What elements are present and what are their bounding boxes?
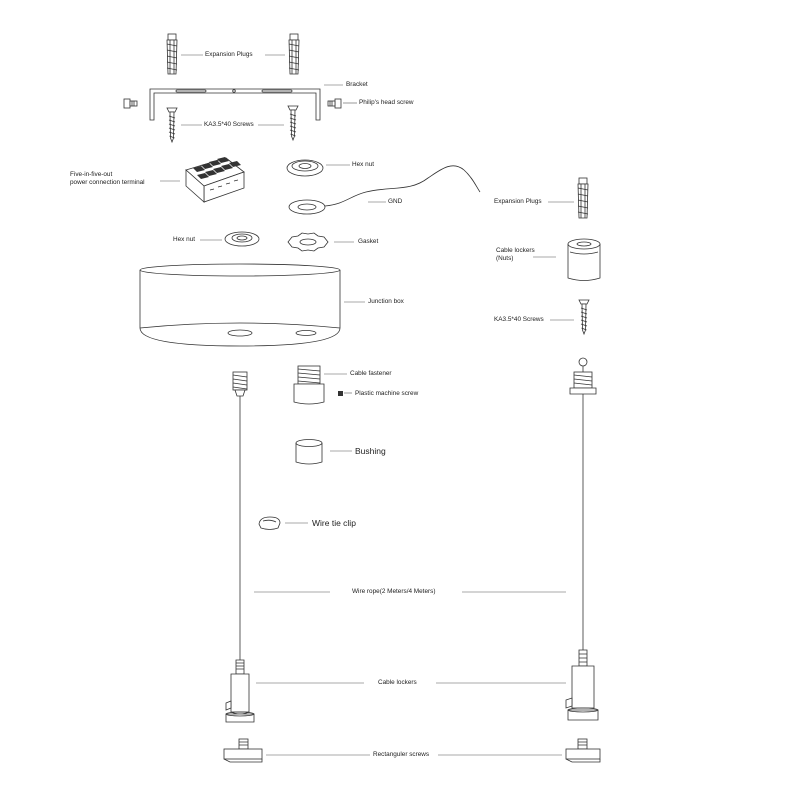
plastic-machine-screw [338, 391, 343, 396]
bracket [149, 88, 321, 121]
label-gasket: Gasket [358, 238, 379, 245]
label-plastic-machine-screw: Plastic machine screw [355, 390, 419, 397]
hanging-wire-right [565, 357, 599, 721]
hex-nut-left [224, 231, 260, 247]
label-hex-nut-left: Hex nut [173, 236, 196, 243]
label-cable-fastener: Cable fastener [350, 370, 392, 377]
terminal-block [185, 157, 245, 203]
label-bracket: Bracket [346, 81, 368, 88]
label-wire-rope: Wire rope(2 Meters/4 Meters) [352, 588, 436, 595]
wire-tie-clip [258, 516, 281, 530]
rectangular-screw-left [223, 738, 263, 763]
label-wire-tie-clip: Wire tie clip [312, 518, 356, 528]
label-cable-lockers-nuts: Cable lockers (Nuts) [496, 247, 535, 262]
label-cable-lockers: Cable lockers [378, 679, 417, 686]
label-junction-box: Junction box [368, 298, 404, 305]
junction-box [139, 263, 341, 347]
expansion-plug-side [577, 177, 589, 219]
hanging-wire-left [225, 371, 255, 723]
hex-nut-top [286, 159, 324, 177]
label-rectangular-screws: Rectanguler screws [373, 751, 430, 758]
label-ka-screws-top: KA3.5*40 Screws [204, 121, 254, 128]
label-expansion-plugs-side: Expansion Plugs [494, 198, 542, 205]
label-hex-nut-top: Hex nut [352, 161, 375, 168]
bushing [295, 439, 323, 465]
label-terminal: Five-in-five-out power connection termin… [70, 171, 145, 186]
ka-screw-side [578, 299, 590, 335]
label-gnd: GND [388, 198, 403, 205]
ka-screw-right [287, 105, 299, 141]
cable-fastener [293, 365, 325, 405]
philips-head-screw-left [123, 98, 138, 109]
ka-screw-left [166, 107, 178, 143]
label-ka-screws-side: KA3.5*40 Screws [494, 316, 544, 323]
label-expansion-plugs-top: Expansion Plugs [205, 51, 253, 58]
expansion-plug-right [288, 33, 300, 75]
cable-locker-nut [567, 238, 601, 281]
philips-head-screw-right [327, 98, 342, 109]
label-philips-head-screw: Philip's head screw [359, 99, 414, 106]
rectangular-screw-right [565, 738, 601, 763]
gnd-ring-wire [288, 165, 481, 215]
gasket [287, 232, 329, 252]
label-bushing: Bushing [355, 446, 386, 456]
expansion-plug-left [166, 33, 178, 75]
